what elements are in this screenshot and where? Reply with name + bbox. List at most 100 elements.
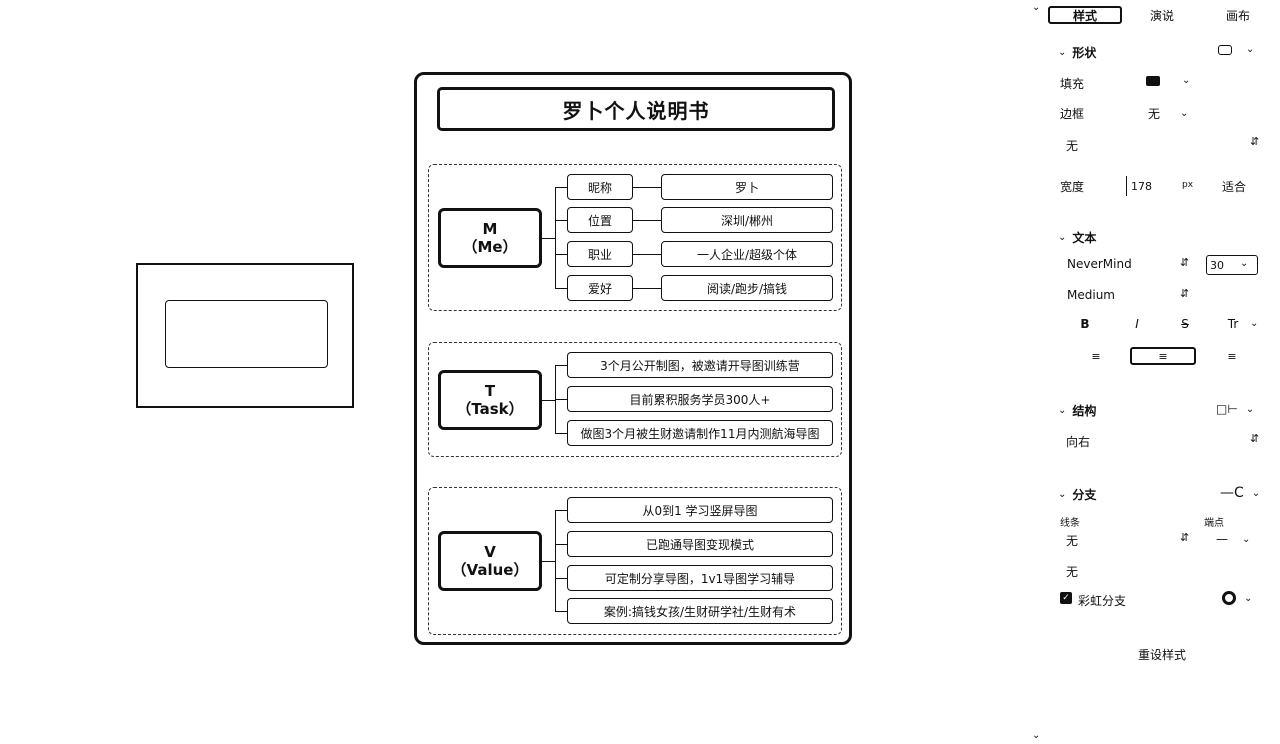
tab-presentation[interactable]: 演说 [1149,8,1174,23]
font-family-select[interactable]: NeverMind [1067,257,1132,271]
value-item[interactable]: 从0到1 学习竖屏导图 [567,497,833,523]
root-sublabel: （Task） [456,400,524,418]
mindmap-frame[interactable]: 罗卜个人说明书 M （Me） 昵称 罗卜 位置 深圳/郴州 职业 一人企业/超级… [414,72,852,645]
root-label: M [482,220,498,238]
node-key[interactable]: 爱好 [567,275,633,301]
reset-style-button[interactable]: 重设样式 [1137,647,1186,662]
line-end-icon: — [1216,532,1228,546]
group-me: M （Me） 昵称 罗卜 位置 深圳/郴州 职业 一人企业/超级个体 爱好 阅读… [428,164,842,311]
section-branch[interactable]: ⌄ 分支 [1058,486,1096,503]
task-item[interactable]: 3个月公开制图，被邀请开导图训练营 [567,352,833,378]
bold-button[interactable]: B [1080,317,1090,331]
line-label: 线条 [1060,518,1080,529]
chevron-down-icon[interactable]: ⌄ [1240,258,1249,269]
chevron-down-icon: ⌄ [1242,533,1251,545]
structure-picker[interactable]: □⊢ ⌄ [1216,402,1254,416]
root-node-value[interactable]: V （Value） [438,531,542,591]
connector [633,220,661,221]
node-key[interactable]: 职业 [567,241,633,267]
up-down-arrow-icon[interactable]: ⇵ [1180,531,1190,544]
connector [555,254,567,255]
node-key[interactable]: 昵称 [567,174,633,200]
border-value: 无 [1148,107,1161,121]
node-value[interactable]: 一人企业/超级个体 [661,241,833,267]
section-text[interactable]: ⌄ 文本 [1058,229,1096,246]
font-size-input[interactable]: 30 [1206,255,1258,275]
structure-right-icon: □⊢ [1216,402,1238,416]
connector [555,578,567,579]
root-sublabel: （Value） [451,561,529,579]
group-value: V （Value） 从0到1 学习竖屏导图 已跑通导图变现模式 可定制分享导图，… [428,487,842,635]
group-task: T （Task） 3个月公开制图，被邀请开导图训练营 目前累积服务学员300人+… [428,342,842,457]
root-node-me[interactable]: M （Me） [438,208,542,268]
align-center-icon[interactable]: ≡ [1130,347,1196,365]
connector [542,238,555,239]
style-panel: 样式 演说 画布 ⌄ 形状 ⌄ 填充 ⌄ 边框 无 ⌄ 无 ⇵ 宽度 178 p… [1032,0,1280,744]
chevron-down-icon: ⌄ [1058,232,1067,243]
up-down-arrow-icon[interactable]: ⇵ [1250,432,1260,445]
chevron-down-icon: ⌄ [1245,403,1255,415]
italic-button[interactable]: I [1135,317,1139,331]
root-node-task[interactable]: T （Task） [438,370,542,430]
node-value[interactable]: 深圳/郴州 [661,207,833,233]
value-item[interactable]: 已跑通导图变现模式 [567,531,833,557]
root-label: V [484,543,496,561]
shape-picker[interactable]: ⌄ [1218,44,1254,55]
connector [555,187,567,188]
line-weight-select[interactable]: 无 [1066,565,1079,579]
line-style-select[interactable]: 无 [1066,534,1079,548]
fill-picker[interactable]: ⌄ [1146,75,1190,86]
small-inner-shape[interactable] [165,300,328,368]
width-label: 宽度 [1060,180,1085,194]
chevron-down-icon[interactable]: ⌄ [1032,2,1041,13]
mindmap-title[interactable]: 罗卜个人说明书 [437,87,835,131]
endpoint-picker[interactable]: — ⌄ [1216,532,1250,546]
fill-label: 填充 [1060,77,1085,91]
node-value[interactable]: 罗卜 [661,174,833,200]
canvas[interactable]: 罗卜个人说明书 M （Me） 昵称 罗卜 位置 深圳/郴州 职业 一人企业/超级… [0,0,1040,744]
connector [633,187,661,188]
align-right-icon[interactable]: ≡ [1227,349,1237,363]
task-item[interactable]: 做图3个月被生财邀请制作11月内测航海导图 [567,420,833,446]
connector [555,544,567,545]
connector [555,611,567,612]
chevron-down-icon: ⌄ [1182,75,1191,86]
chevron-down-icon[interactable]: ⌄ [1250,318,1259,329]
font-weight-select[interactable]: Medium [1067,288,1115,302]
chevron-down-icon[interactable]: ⌄ [1032,730,1041,741]
small-frame-shape[interactable] [136,263,354,408]
chevron-down-icon: ⌄ [1058,405,1067,416]
section-shape[interactable]: ⌄ 形状 [1058,44,1096,61]
connector [555,399,567,400]
connector [555,510,556,611]
border-style-value[interactable]: 无 [1066,139,1079,153]
width-input[interactable]: 178 [1126,176,1176,196]
node-value[interactable]: 阅读/跑步/搞钱 [661,275,833,301]
up-down-arrow-icon[interactable]: ⇵ [1250,135,1260,148]
chevron-down-icon: ⌄ [1246,44,1255,55]
fill-swatch [1146,75,1160,86]
align-left-icon[interactable]: ≡ [1091,349,1101,363]
task-item[interactable]: 目前累积服务学员300人+ [567,386,833,412]
up-down-arrow-icon[interactable]: ⇵ [1180,256,1190,269]
fit-button[interactable]: 适合 [1222,180,1247,194]
strikethrough-button[interactable]: S [1181,317,1189,331]
connector [555,288,567,289]
up-down-arrow-icon[interactable]: ⇵ [1180,287,1190,300]
chevron-down-icon: ⌄ [1251,487,1261,499]
panel-tabs: 样式 演说 画布 [1040,6,1280,24]
palette-picker[interactable]: ⌄ [1222,591,1252,605]
rainbow-branch-checkbox[interactable]: ✓ [1060,592,1072,604]
section-structure[interactable]: ⌄ 结构 [1058,402,1096,419]
text-case-button[interactable]: Tr [1227,317,1239,331]
tab-canvas[interactable]: 画布 [1225,8,1250,23]
tab-style[interactable]: 样式 [1048,6,1122,24]
structure-direction-select[interactable]: 向右 [1066,435,1091,449]
branch-picker[interactable]: —C ⌄ [1220,485,1260,501]
node-key[interactable]: 位置 [567,207,633,233]
border-picker[interactable]: 无 ⌄ [1148,105,1188,122]
chevron-down-icon: ⌄ [1058,47,1067,58]
chevron-down-icon: ⌄ [1244,592,1253,604]
value-item[interactable]: 可定制分享导图，1v1导图学习辅导 [567,565,833,591]
value-item[interactable]: 案例:搞钱女孩/生财研学社/生财有术 [567,598,833,624]
